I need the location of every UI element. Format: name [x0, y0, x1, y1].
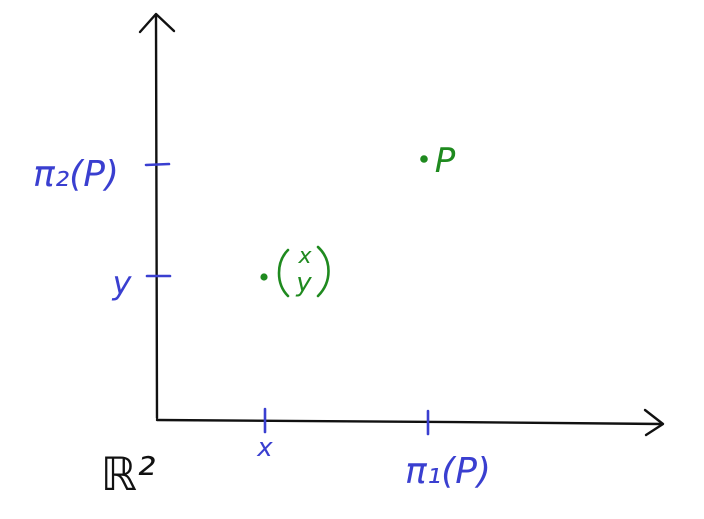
points: x y P: [260, 141, 456, 298]
x-tick-label-pi1: π₁(P): [405, 451, 491, 492]
y-tick-pi2: [144, 162, 171, 167]
space-label: ℝ²: [101, 447, 156, 501]
y-axis-line: [154, 14, 159, 420]
point-xy-label-top: x: [297, 244, 312, 269]
point-xy-left-paren: [277, 248, 290, 298]
y-tick-label-pi2: π₂(P): [33, 154, 119, 195]
y-tick-label-y: y: [112, 264, 133, 302]
tick-marks: [144, 162, 430, 436]
point-xy-right-paren: [316, 245, 330, 298]
x-axis-arrowhead: [643, 408, 665, 437]
point-P-dot: [420, 155, 428, 163]
y-axis-arrowhead: [138, 12, 176, 34]
x-axis-line: [155, 418, 664, 426]
point-xy-label-bottom: y: [295, 268, 312, 298]
tick-labels: x π₁(P) y π₂(P): [33, 154, 491, 492]
x-tick-label-x: x: [256, 433, 273, 463]
axes: [138, 12, 665, 437]
point-P-label: P: [435, 141, 456, 181]
point-xy-dot: [260, 273, 268, 281]
